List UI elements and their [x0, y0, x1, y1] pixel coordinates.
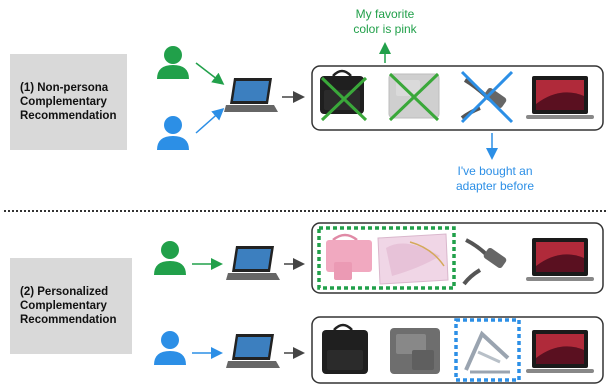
highlight-green-box: [317, 226, 456, 290]
section2-label-line1: (2) Personalized: [20, 286, 109, 298]
note-favorite-color-line2: color is pink: [353, 22, 417, 36]
case-icon: [377, 233, 449, 285]
note-favorite-color-line1: My favorite: [355, 7, 415, 21]
pink-bag-icon: [326, 233, 372, 280]
person-green-icon: [157, 46, 189, 79]
note-adapter: I've bought an adapter before: [440, 164, 550, 194]
product-panel-3: [311, 316, 604, 384]
section2-label-line3: Recommendation: [20, 314, 117, 326]
bag-icon: [322, 323, 368, 374]
section1-label-line1: (1) Non-persona: [20, 82, 109, 94]
section-divider: [4, 210, 606, 212]
section1-label: (1) Non-persona Complementary Recommenda…: [10, 54, 127, 150]
section2-label: (2) Personalized Complementary Recommend…: [10, 258, 132, 354]
person-green-icon: [154, 241, 186, 275]
arrow-blue-1: [195, 108, 225, 134]
screen-icon: [526, 238, 594, 281]
person-blue-icon: [157, 116, 189, 150]
sleeve-icon: [390, 328, 440, 374]
note-adapter-line1: I've bought an: [457, 164, 533, 178]
laptop-icon: [226, 334, 280, 368]
product-panel-1: [311, 65, 604, 131]
person-blue-icon: [154, 331, 186, 365]
screen-icon: [526, 76, 594, 119]
section1-label-line3: Recommendation: [20, 110, 117, 122]
cross-green-icon-1: [320, 76, 368, 122]
screen-icon: [526, 330, 594, 373]
note-adapter-line2: adapter before: [455, 179, 535, 193]
note-favorite-color: My favorite color is pink: [335, 7, 435, 37]
product-panel-2: [311, 222, 604, 294]
bag-icon: [320, 69, 364, 114]
laptop-icon: [224, 78, 278, 112]
cross-blue-icon: [460, 70, 514, 124]
section1-label-line2: Complementary: [20, 96, 107, 108]
hub-icon: [462, 238, 507, 286]
section2-label-line2: Complementary: [20, 300, 107, 312]
stand-icon: [464, 330, 510, 374]
arrow-green-1: [195, 62, 225, 85]
highlight-blue-box: [454, 318, 521, 382]
laptop-icon: [226, 246, 280, 280]
cross-green-icon-2: [388, 72, 440, 122]
